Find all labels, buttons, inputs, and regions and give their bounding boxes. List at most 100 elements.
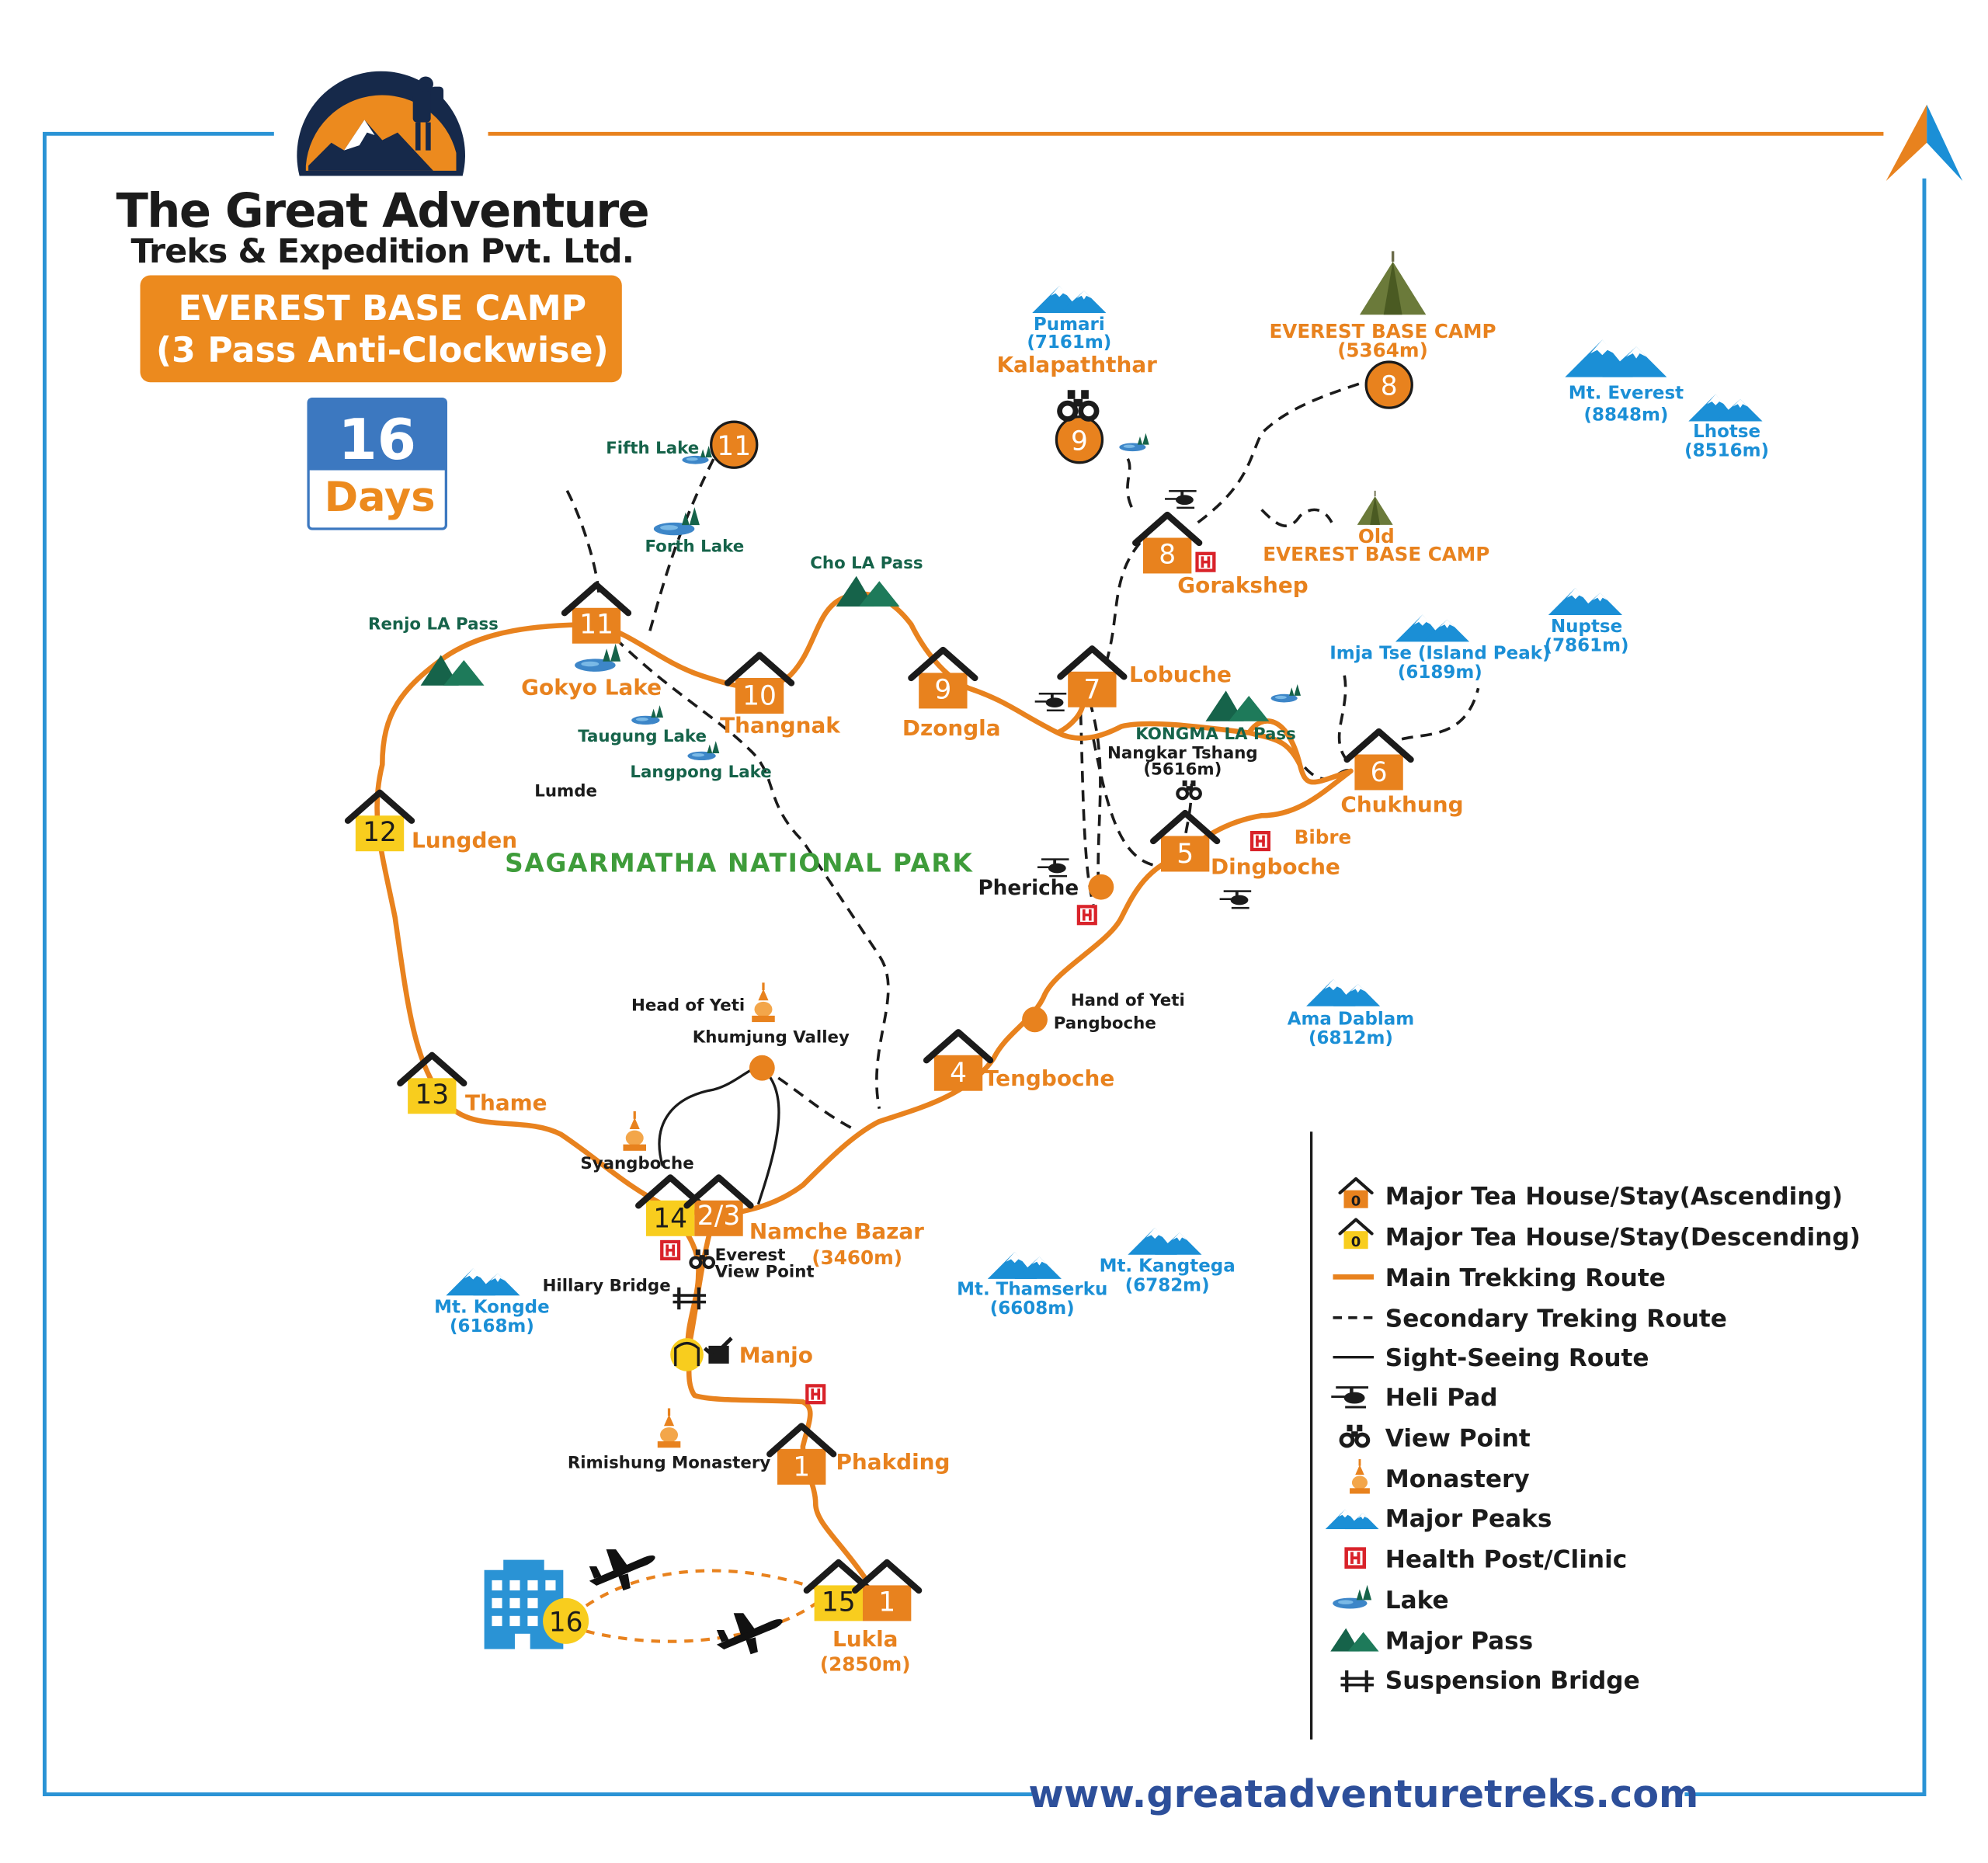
peak-kongde: Mt. Kongde (6168m) xyxy=(434,1268,550,1336)
svg-text:Imja Tse (Island Peak): Imja Tse (Island Peak) xyxy=(1329,643,1550,663)
days-number: 16 xyxy=(339,408,416,473)
svg-text:Sight-Seeing Route: Sight-Seeing Route xyxy=(1385,1344,1649,1372)
peak-icon xyxy=(446,1268,520,1296)
svg-text:Main Trekking Route: Main Trekking Route xyxy=(1385,1264,1666,1292)
helipad-icon xyxy=(1034,692,1067,712)
phakding-label: Phakding xyxy=(836,1449,951,1475)
svg-text:(8848m): (8848m) xyxy=(1584,405,1669,426)
tengboche-label: Tengboche xyxy=(984,1065,1114,1091)
svg-text:Lhotse: Lhotse xyxy=(1693,422,1760,442)
legend-item: Major Peaks xyxy=(1325,1505,1552,1533)
stop-s7: 7 xyxy=(1060,648,1124,707)
stop-s5: 5 xyxy=(1153,813,1217,871)
svg-text:9: 9 xyxy=(934,674,951,705)
stop-s1b: 1 xyxy=(855,1562,919,1621)
renjo-la-label: Renjo LA Pass xyxy=(368,615,499,634)
everest-view-label-2: View Point xyxy=(715,1262,815,1281)
lukla-altitude: (2850m) xyxy=(820,1653,911,1675)
lobuche-label: Lobuche xyxy=(1129,662,1232,687)
lake-icon xyxy=(1333,1584,1372,1609)
svg-text:12: 12 xyxy=(363,817,397,848)
national-park-label: SAGARMATHA NATIONAL PARK xyxy=(505,848,973,878)
svg-text:Pumari: Pumari xyxy=(1034,315,1105,335)
fifth-lake-label: Fifth Lake xyxy=(606,439,699,458)
cho-la-label: Cho LA Pass xyxy=(810,554,923,573)
svg-text:Mt. Kangtega: Mt. Kangtega xyxy=(1100,1256,1236,1277)
pangboche-label: Pangboche xyxy=(1054,1013,1156,1033)
peak-icon xyxy=(1325,1509,1379,1530)
stop-s13: 13 xyxy=(400,1055,464,1114)
pheriche-dot xyxy=(1088,874,1114,900)
nangkar-altitude: (5616m) xyxy=(1143,760,1222,780)
lumde-label: Lumde xyxy=(534,782,597,801)
legend-item: Secondary Treking Route xyxy=(1333,1305,1727,1333)
lake-icon xyxy=(575,643,621,672)
health-post-icon xyxy=(805,1384,826,1405)
lake-icon xyxy=(1119,433,1149,452)
helipad-icon xyxy=(1331,1386,1369,1409)
binoculars-icon xyxy=(1176,780,1202,801)
company-subtitle: Treks & Expedition Pvt. Ltd. xyxy=(130,232,634,271)
dingboche-label: Dingboche xyxy=(1211,854,1340,880)
monastery-icon xyxy=(623,1111,647,1151)
website-link[interactable]: www.greatadventuretreks.com xyxy=(1028,1771,1698,1816)
old-ebc-label-1: Old xyxy=(1358,525,1395,547)
circle-marker-c16: 16 xyxy=(543,1597,589,1644)
monastery-icon xyxy=(657,1408,681,1448)
pass-icon xyxy=(836,575,900,607)
north-arrow-icon xyxy=(1885,104,1927,182)
circle-marker-c9: 9 xyxy=(1055,415,1104,464)
stop-s6: 6 xyxy=(1347,732,1411,790)
svg-text:Mt. Kongde: Mt. Kongde xyxy=(434,1297,550,1317)
thangnak-label: Thangnak xyxy=(720,713,841,739)
syangboche-label: Syangboche xyxy=(580,1154,693,1173)
svg-text:14: 14 xyxy=(653,1203,687,1234)
binoculars-icon xyxy=(1339,1424,1371,1448)
svg-text:11: 11 xyxy=(717,431,751,462)
peak-thamserku: Mt. Thamserku (6608m) xyxy=(957,1252,1107,1319)
svg-text:Health Post/Clinic: Health Post/Clinic xyxy=(1385,1545,1627,1573)
svg-text:(7161m): (7161m) xyxy=(1027,332,1111,353)
plane-icon xyxy=(716,1613,783,1655)
stop-s23: 2/3 xyxy=(687,1177,751,1236)
peak-kangtega: Mt. Kangtega (6782m) xyxy=(1100,1227,1236,1295)
pheriche-label: Pheriche xyxy=(978,877,1079,900)
svg-text:8: 8 xyxy=(1381,371,1398,402)
lake-icon xyxy=(1270,683,1301,703)
monastery-icon xyxy=(1350,1458,1370,1494)
svg-text:Major Peaks: Major Peaks xyxy=(1385,1505,1552,1533)
svg-text:4: 4 xyxy=(950,1058,967,1089)
nangkar-label: Nangkar Tshang xyxy=(1107,743,1258,763)
pangboche-dot xyxy=(1022,1006,1048,1033)
map-subtitle: (3 Pass Anti-Clockwise) xyxy=(156,331,609,370)
tent-icon xyxy=(1359,251,1427,315)
svg-text:Monastery: Monastery xyxy=(1385,1465,1530,1493)
bridge-icon xyxy=(1340,1670,1374,1693)
chukhung-label: Chukhung xyxy=(1340,791,1463,817)
stop-s4: 4 xyxy=(926,1032,990,1090)
gokyo-lake-label: Gokyo Lake xyxy=(521,674,662,700)
legend-item: Lake xyxy=(1333,1584,1449,1614)
pass-icon xyxy=(1330,1628,1379,1652)
lake-icon xyxy=(653,507,700,536)
bibre-label: Bibre xyxy=(1295,825,1352,848)
svg-text:Major Tea House/Stay(Descendin: Major Tea House/Stay(Descending) xyxy=(1385,1223,1861,1251)
svg-text:8: 8 xyxy=(1159,539,1176,570)
sightseeing-route xyxy=(658,1065,780,1205)
svg-text:Suspension Bridge: Suspension Bridge xyxy=(1385,1667,1640,1694)
khumjung-dot xyxy=(749,1055,775,1081)
helipad-icon xyxy=(1219,890,1252,909)
svg-text:(6189m): (6189m) xyxy=(1398,662,1482,683)
pass-icon xyxy=(1205,690,1270,721)
company-logo xyxy=(297,71,465,176)
kalapaththar-label: Kalapaththar xyxy=(996,352,1157,377)
stop-s8: 8 xyxy=(1135,515,1199,573)
forth-lake-label: Forth Lake xyxy=(645,537,744,557)
lake-icon xyxy=(631,705,664,725)
health-post-icon xyxy=(1249,830,1271,852)
stop-s15: 15 xyxy=(807,1562,871,1621)
hillary-bridge-label: Hillary Bridge xyxy=(543,1276,671,1295)
svg-text:Lake: Lake xyxy=(1385,1587,1449,1614)
manjo-gate-icon xyxy=(670,1338,704,1371)
ebc-altitude: (5364m) xyxy=(1337,339,1428,361)
